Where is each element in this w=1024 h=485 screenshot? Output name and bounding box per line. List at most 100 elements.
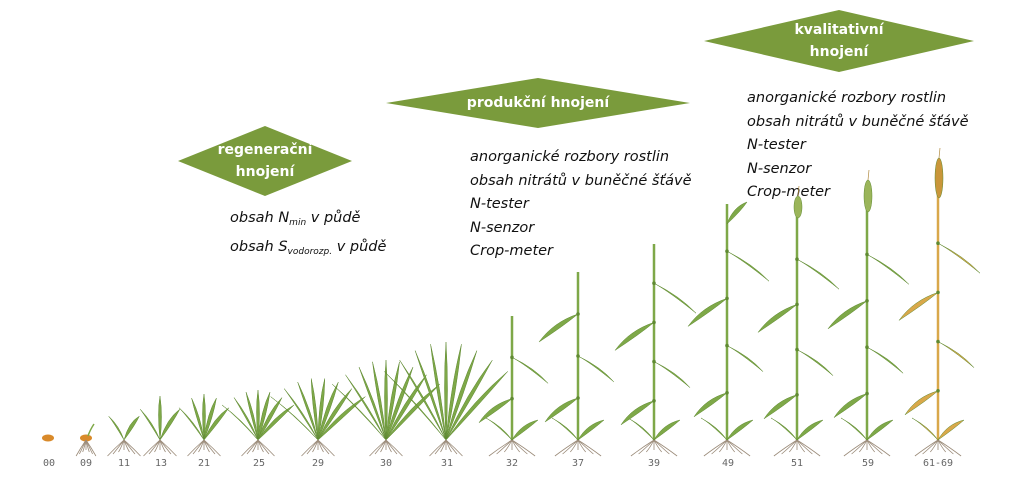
leaf: [797, 420, 823, 440]
leaf: [159, 396, 162, 440]
stage-label: 09: [66, 458, 106, 469]
root: [386, 440, 403, 456]
seed: [42, 435, 54, 442]
wheat-ear: [794, 196, 802, 218]
root: [258, 440, 275, 456]
leaf: [124, 416, 139, 440]
root: [318, 440, 335, 456]
root: [654, 440, 677, 456]
leaf: [621, 401, 654, 425]
leaf: [140, 409, 160, 440]
leaf: [109, 416, 124, 440]
leaf: [578, 356, 614, 382]
stage-label: 30: [366, 458, 406, 469]
root: [578, 440, 601, 456]
leaf: [654, 362, 690, 388]
leaf: [415, 351, 446, 440]
root: [844, 440, 867, 456]
stage-label: 25: [239, 458, 279, 469]
root: [302, 440, 319, 456]
root: [704, 440, 727, 456]
leaf: [539, 314, 578, 342]
stage-label: 29: [298, 458, 338, 469]
stage-label: 49: [708, 458, 748, 469]
root: [430, 440, 447, 456]
leaf: [654, 420, 680, 440]
root: [446, 440, 463, 456]
root: [188, 440, 205, 456]
leaf: [552, 418, 578, 440]
stage-label: 13: [141, 458, 181, 469]
wheat-ear: [935, 158, 943, 198]
root: [489, 440, 512, 456]
leaf: [512, 420, 538, 440]
stage-label: 31: [427, 458, 467, 469]
root: [512, 440, 535, 456]
leaf: [771, 418, 797, 440]
leaf: [727, 420, 753, 440]
stage-label: 00: [29, 458, 69, 469]
leaf: [758, 304, 797, 332]
root: [915, 440, 938, 456]
leaf: [828, 301, 867, 329]
leaf: [899, 292, 938, 320]
leaf: [688, 298, 727, 326]
root: [144, 440, 161, 456]
root: [160, 440, 177, 456]
leaf: [512, 357, 548, 383]
leaf: [905, 391, 938, 415]
awn: [868, 170, 869, 180]
awn: [798, 186, 799, 196]
leaf: [834, 394, 867, 418]
leaf: [654, 283, 696, 313]
root: [124, 440, 141, 456]
leaf: [938, 420, 964, 440]
root: [774, 440, 797, 456]
leaf: [764, 395, 797, 419]
sprout: [88, 424, 94, 436]
root: [938, 440, 961, 456]
root: [370, 440, 387, 456]
stage-label: 61-69: [918, 458, 958, 469]
leaf: [701, 418, 727, 440]
leaf: [938, 243, 980, 273]
leaf: [192, 398, 204, 440]
leaf: [912, 418, 938, 440]
leaf: [479, 399, 512, 423]
leaf: [628, 418, 654, 440]
leaf: [359, 367, 386, 440]
leaf: [486, 418, 512, 440]
stage-label: 37: [558, 458, 598, 469]
awn: [939, 148, 940, 158]
leaf: [445, 342, 448, 440]
leaf: [545, 398, 578, 422]
root: [108, 440, 125, 456]
root: [727, 440, 750, 456]
leaf: [867, 347, 903, 373]
root: [631, 440, 654, 456]
stage-label: 51: [777, 458, 817, 469]
wheat-ear: [864, 180, 872, 212]
root: [797, 440, 820, 456]
leaf: [727, 202, 747, 224]
stage-label: 32: [492, 458, 532, 469]
stage-label: 59: [848, 458, 888, 469]
leaf: [160, 409, 180, 440]
leaf: [938, 342, 974, 368]
leaf: [841, 418, 867, 440]
leaf: [727, 251, 769, 281]
leaf: [615, 322, 654, 350]
leaf: [867, 254, 909, 284]
root: [242, 440, 259, 456]
root: [204, 440, 221, 456]
leaf: [204, 398, 216, 440]
leaf: [797, 350, 833, 376]
stage-label: 11: [104, 458, 144, 469]
stage-label: 39: [634, 458, 674, 469]
root: [867, 440, 890, 456]
leaf: [797, 259, 839, 289]
leaf: [694, 393, 727, 417]
stage-label: 21: [184, 458, 224, 469]
